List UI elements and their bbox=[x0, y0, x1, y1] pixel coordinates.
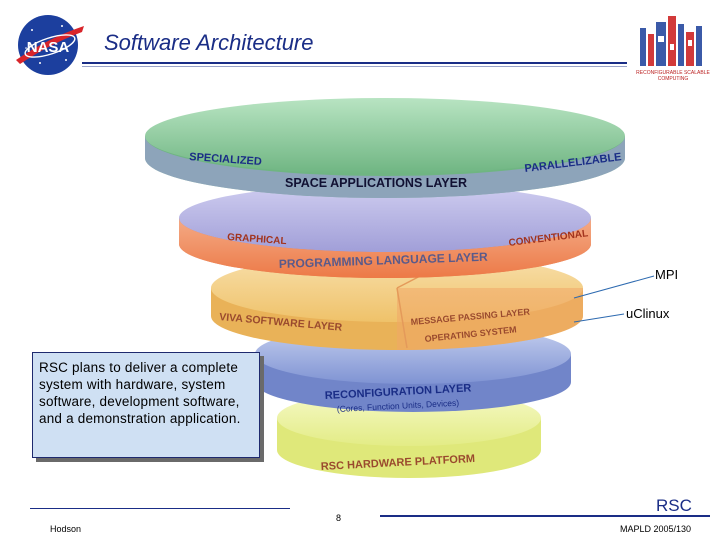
uclinux-label: uClinux bbox=[626, 306, 670, 321]
footer-author: Hodson bbox=[50, 524, 82, 534]
space-applications-layer-title: SPACE APPLICATIONS LAYER bbox=[285, 176, 467, 190]
footer-rule-left bbox=[30, 508, 290, 509]
callout-box: RSC plans to deliver a complete system w… bbox=[32, 352, 260, 458]
nasa-logo: NASA bbox=[16, 15, 84, 75]
rsc-footer-label: RSC bbox=[656, 496, 692, 515]
graphical-label: GRAPHICAL bbox=[227, 232, 287, 247]
layer-programming-language: GRAPHICAL CONVENTIONAL PROGRAMMING LANGU… bbox=[179, 184, 591, 278]
mpi-pointer-line bbox=[573, 275, 655, 299]
specialized-label: SPECIALIZED bbox=[189, 151, 262, 168]
footer-page-number: 8 bbox=[336, 513, 342, 523]
rsc-logo-caption: RECONFIGURABLE SCALABLE COMPUTING bbox=[636, 70, 710, 82]
layer-diagram: RSC HARDWARE PLATFORM RECONFIGURATION LA… bbox=[145, 98, 625, 478]
footer-conference: MAPLD 2005/130 bbox=[620, 524, 692, 534]
title-rule-thin bbox=[82, 66, 627, 67]
mpi-label: MPI bbox=[655, 267, 679, 282]
footer-rule-right bbox=[380, 515, 710, 517]
nasa-logo-text: NASA bbox=[27, 39, 70, 56]
layer-space-applications: SPECIALIZED PARALLELIZABLE SPACE APPLICA… bbox=[145, 98, 625, 198]
uclinux-pointer-line bbox=[573, 313, 625, 323]
pointer-arrows bbox=[573, 275, 655, 323]
rsc-logo bbox=[640, 16, 702, 66]
slide-title: Software Architecture bbox=[104, 30, 314, 55]
title-rule bbox=[82, 62, 627, 64]
